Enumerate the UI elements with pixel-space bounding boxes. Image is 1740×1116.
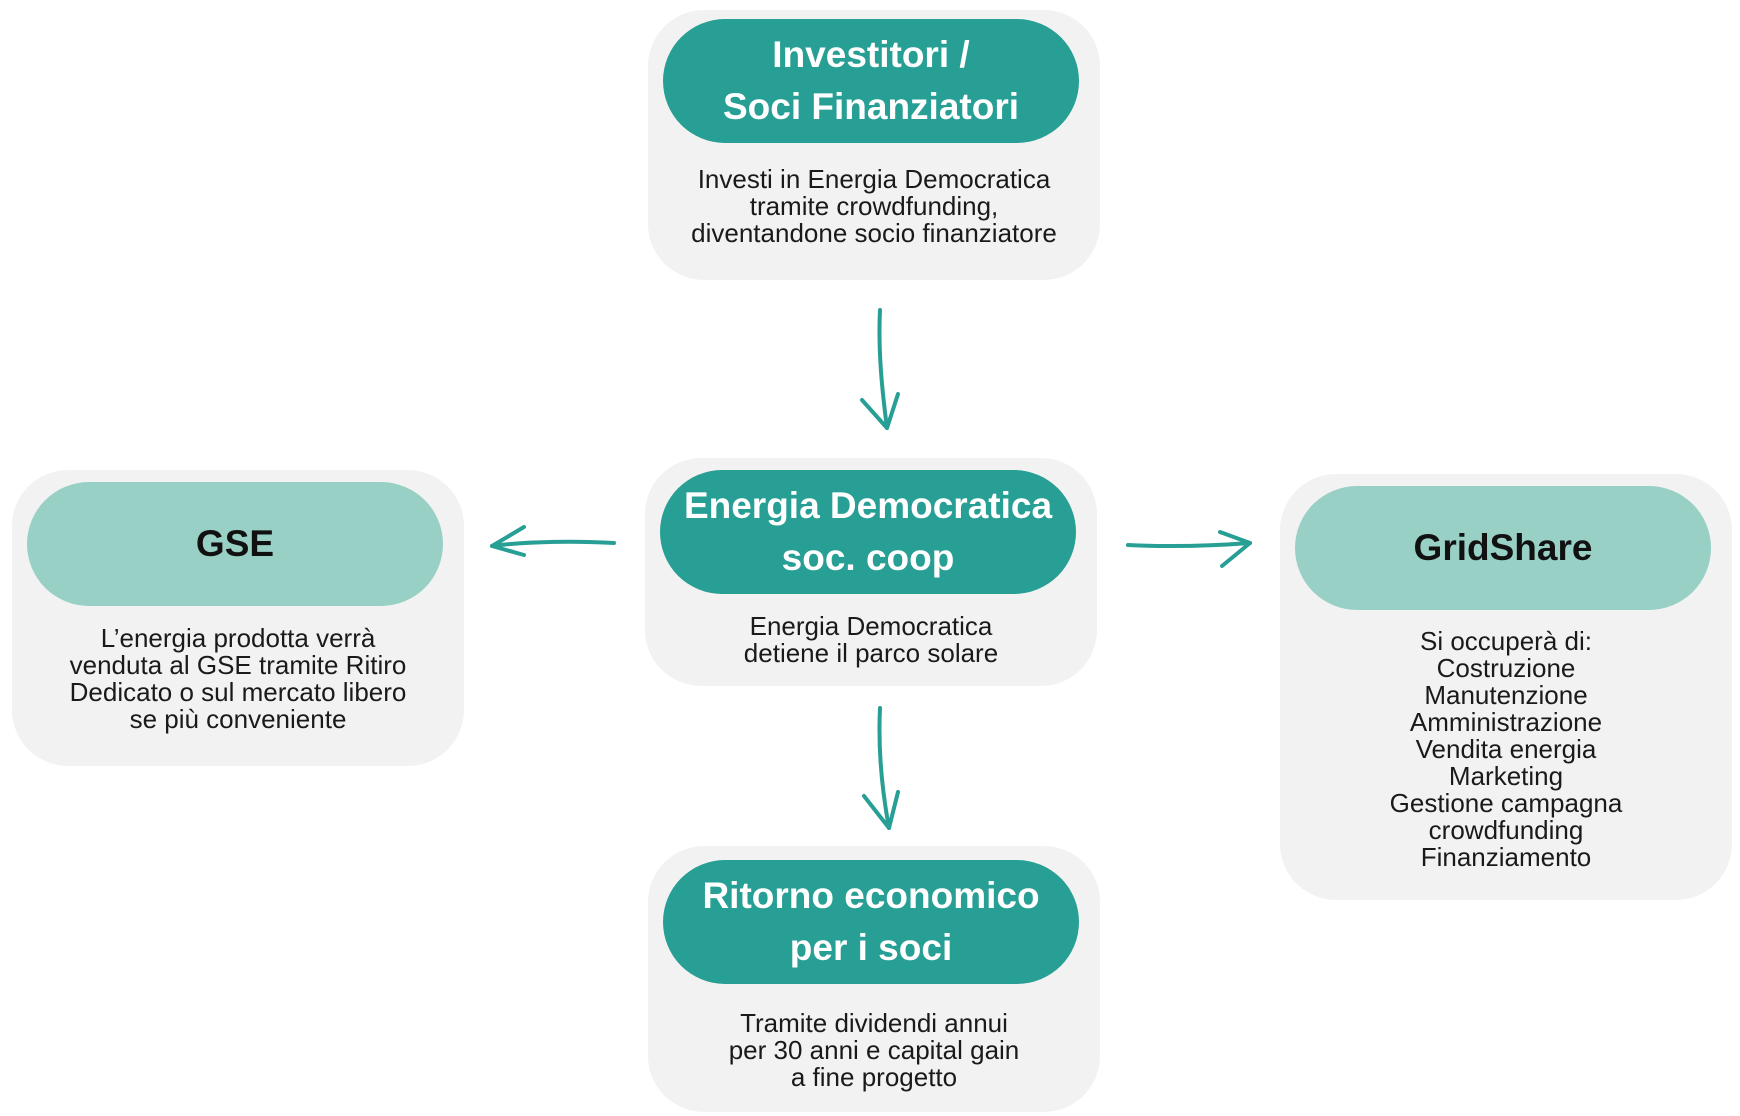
gridshare-description: Si occuperà di: Costruzione Manutenzione…	[1389, 626, 1623, 872]
energia-title: Energia Democratica soc. coop	[683, 485, 1053, 578]
arrow-investitori-to-energia-head	[860, 392, 900, 430]
gse-title: GSE	[195, 523, 275, 564]
arrow-investitori-to-energia	[877, 308, 889, 430]
gse-title-pill: GSE	[27, 482, 443, 606]
ritorno-title-pill: Ritorno economico per i soci	[663, 860, 1079, 984]
ritorno-description: Tramite dividendi annui per 30 anni e ca…	[728, 1008, 1020, 1092]
energia-description: Energia Democratica detiene il parco sol…	[743, 611, 999, 668]
gridshare-title: GridShare	[1413, 527, 1593, 568]
investitori-title-pill: Investitori / Soci Finanziatori	[663, 19, 1079, 143]
arrow-energia-to-gse	[490, 539, 616, 548]
arrow-energia-to-ritorno-head	[862, 790, 900, 830]
investitori-title: Investitori / Soci Finanziatori	[722, 34, 1020, 127]
ritorno-title: Ritorno economico per i soci	[702, 875, 1040, 968]
energia-title-pill: Energia Democratica soc. coop	[660, 470, 1076, 594]
investitori-description: Investi in Energia Democratica tramite c…	[691, 164, 1057, 248]
arrow-energia-to-gridshare	[1126, 541, 1252, 549]
arrow-energia-to-gridshare-head	[1218, 530, 1252, 568]
gse-description: L’energia prodotta verrà venduta al GSE …	[69, 623, 407, 734]
gridshare-title-pill: GridShare	[1295, 486, 1711, 610]
arrow-energia-to-gse-head	[490, 525, 526, 557]
arrow-energia-to-ritorno	[877, 706, 891, 830]
